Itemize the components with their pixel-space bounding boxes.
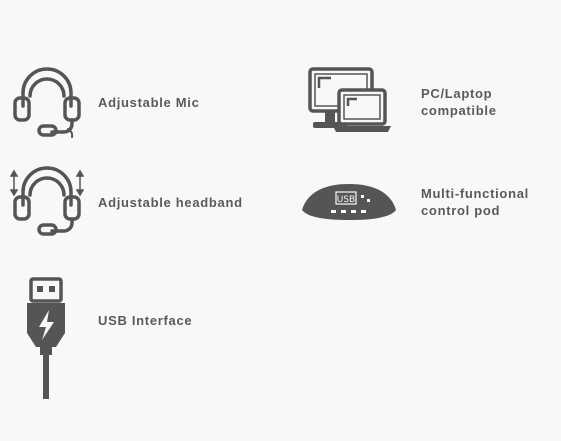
usb-plug-icon <box>24 277 68 401</box>
headset-mic-icon <box>12 66 82 138</box>
feature-label-line2: control pod <box>421 203 501 218</box>
feature-label: Adjustable Mic <box>98 95 200 110</box>
headset-headband-icon <box>10 165 84 239</box>
feature-label-line1: Multi-functional <box>421 186 529 201</box>
pod-usb-text: USB <box>337 195 355 205</box>
feature-label: Adjustable headband <box>98 195 243 210</box>
feature-label: USB Interface <box>98 313 193 328</box>
control-pod-icon: USB <box>298 180 400 222</box>
feature-label-line1: PC/Laptop <box>421 86 493 101</box>
feature-label-line2: compatible <box>421 103 497 118</box>
desktop-laptop-icon <box>307 66 391 136</box>
